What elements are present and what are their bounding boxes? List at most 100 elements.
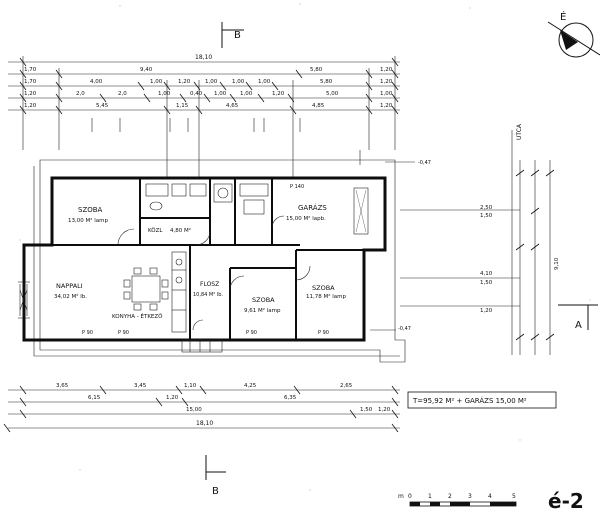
scale-tick-1: 1 xyxy=(428,493,432,500)
level-mark-2: -0,47 xyxy=(398,326,411,332)
bottom-overall-dim: 18,10 xyxy=(196,420,213,427)
room-folyoso-area: 10,84 M² lb. xyxy=(193,292,223,298)
right-dim-2: 1,50 xyxy=(480,213,493,219)
scale-tick-5: 5 xyxy=(512,493,516,500)
top-dim-r4-1: 1,20 xyxy=(24,103,37,109)
top-dim-r4-5: 4,85 xyxy=(312,103,325,109)
room-kozl-name: KÖZL xyxy=(148,227,163,234)
scale-tick-0: 0 xyxy=(408,493,412,500)
paper-noise xyxy=(19,3,591,491)
top-dim-r1-4: 1,20 xyxy=(380,67,393,73)
top-dim-r3-6: 1,00 xyxy=(214,91,227,97)
top-dim-r2-9: 1,20 xyxy=(380,79,393,85)
label-p2: P 90 xyxy=(82,330,93,336)
top-dim-r2-7: 1,00 xyxy=(258,79,271,85)
north-arrow: É xyxy=(547,10,600,58)
top-overall-dim: 18,10 xyxy=(195,54,212,61)
top-dimension-chains: 18,10 1,70 9,40 5,80 1,20 1,70 4,00 1,00… xyxy=(8,54,400,178)
scale-unit: m xyxy=(398,493,404,500)
top-dim-r3-5: 0,40 xyxy=(190,91,203,97)
scale-tick-3: 3 xyxy=(468,493,472,500)
room-nappali-name: NAPPALI xyxy=(56,282,83,290)
room-szoba1-area: 13,00 M² lamp xyxy=(68,217,108,224)
room-nappali-area: 34,02 M² lb. xyxy=(54,293,87,300)
right-dim-3: 4,10 xyxy=(480,271,493,277)
top-dim-r2-1: 1,70 xyxy=(24,79,37,85)
room-folyoso-name: FLOSZ xyxy=(200,281,219,288)
room-kozl-area: 4,80 M² xyxy=(170,227,191,234)
room-szoba3-area: 11,78 M² lamp xyxy=(306,293,346,300)
level-mark-1: -0,47 xyxy=(418,160,431,166)
room-garazs-name: GARÁZS xyxy=(298,203,327,212)
window-sill-marks xyxy=(91,118,361,165)
entrance-steps xyxy=(181,339,223,353)
top-dim-r1-3: 5,80 xyxy=(310,67,323,73)
top-dim-r3-1: 1,20 xyxy=(24,91,37,97)
top-dim-r2-6: 1,00 xyxy=(232,79,245,85)
garage-door xyxy=(353,187,369,235)
scale-tick-2: 2 xyxy=(448,493,452,500)
section-marker-top: B xyxy=(234,30,241,41)
door-swings xyxy=(117,215,311,331)
bottom-dim-r3-1: 15,00 xyxy=(186,407,202,413)
top-dim-r3-8: 1,20 xyxy=(272,91,285,97)
section-marker-bottom: B xyxy=(212,486,219,497)
bottom-dimension-chains: 3,65 3,45 1,10 4,25 2,65 6,15 1,20 6,35 … xyxy=(3,383,400,433)
bottom-dim-r2-2: 1,20 xyxy=(166,395,179,401)
room-konyha-name: KONYHA - ÉTKEZŐ xyxy=(112,312,163,320)
label-p5: P 90 xyxy=(318,330,329,336)
scale-bar: m 0 1 2 3 4 5 xyxy=(398,493,517,507)
right-dimension-chains: 2,50 1,50 4,10 1,50 9,10 1,20 xyxy=(400,160,560,355)
bottom-dim-r3-3: 1,20 xyxy=(378,407,391,413)
room-szoba1-name: SZOBA xyxy=(78,206,103,214)
top-dim-r4-3: 1,15 xyxy=(176,103,189,109)
kitchen-counter xyxy=(171,251,187,333)
top-dim-r3-3: 2,0 xyxy=(118,91,127,97)
right-dim-6: 1,20 xyxy=(480,308,493,314)
bathroom-fixtures xyxy=(145,183,269,215)
bottom-dim-r1-3: 1,10 xyxy=(184,383,197,389)
area-summary: T=95,92 M² + GARÁZS 15,00 M² xyxy=(407,391,557,409)
section-marker-right: A xyxy=(575,320,582,331)
label-p1: P 140 xyxy=(290,184,304,190)
bottom-dim-r2-1: 6,15 xyxy=(88,395,101,401)
top-dim-r3-7: 1,00 xyxy=(240,91,253,97)
area-summary-text: T=95,92 M² + GARÁZS 15,00 M² xyxy=(412,396,527,405)
label-p3: P 90 xyxy=(118,330,129,336)
sheet-code: é-2 xyxy=(548,489,584,513)
right-dim-5: 9,10 xyxy=(554,257,560,270)
north-label: É xyxy=(560,10,566,23)
left-windows xyxy=(18,281,30,319)
top-dim-r2-8: 5,80 xyxy=(320,79,333,85)
top-dim-r2-2: 4,00 xyxy=(90,79,103,85)
top-dim-r1-2: 9,40 xyxy=(140,67,153,73)
bottom-dim-r3-2: 1,50 xyxy=(360,407,373,413)
top-dim-r4-2: 5,45 xyxy=(96,103,109,109)
section-cut-right: A xyxy=(558,304,598,331)
dining-table xyxy=(123,267,169,311)
bottom-dim-r1-5: 2,65 xyxy=(340,383,353,389)
room-szoba2-area: 9,61 M² lamp xyxy=(244,307,281,314)
bottom-dim-r2-3: 6,35 xyxy=(284,395,297,401)
bottom-dim-r1-1: 3,65 xyxy=(56,383,69,389)
top-dim-r3-9: 5,00 xyxy=(326,91,339,97)
scale-tick-4: 4 xyxy=(488,493,492,500)
top-dim-r4-6: 1,20 xyxy=(380,103,393,109)
top-dim-r2-5: 1,00 xyxy=(205,79,218,85)
street-label: UTCA xyxy=(516,123,523,140)
top-dim-r2-3: 1,00 xyxy=(150,79,163,85)
room-garazs-area: 15,00 M² lapb. xyxy=(286,215,326,222)
right-dim-4: 1,50 xyxy=(480,280,493,286)
building-plan: SZOBA 13,00 M² lamp KÖZL 4,80 M² GARÁZS … xyxy=(18,159,431,363)
room-szoba2-name: SZOBA xyxy=(252,296,275,304)
section-cut-bottom: B xyxy=(205,455,226,497)
bottom-dim-r1-2: 3,45 xyxy=(134,383,147,389)
top-dim-r3-4: 1,00 xyxy=(158,91,171,97)
top-dim-r1-1: 1,70 xyxy=(24,67,37,73)
top-dim-r3-10: 1,00 xyxy=(380,91,393,97)
bottom-dim-r1-4: 4,25 xyxy=(244,383,257,389)
top-dim-r4-4: 4,65 xyxy=(226,103,239,109)
section-cut-top: B xyxy=(221,22,244,48)
label-p4: P 90 xyxy=(246,330,257,336)
